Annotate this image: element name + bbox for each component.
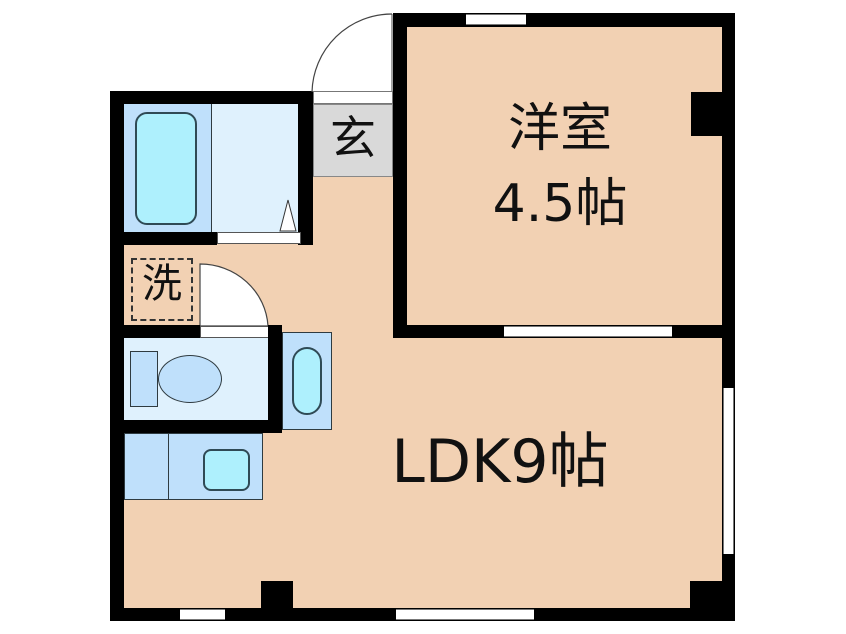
entrance-threshold: [313, 91, 393, 104]
bath-door[interactable]: [217, 232, 301, 244]
bathtub: [135, 112, 197, 225]
western-room-floor: [407, 27, 722, 325]
bath-wall-bottom: [110, 232, 217, 245]
drain-icon: [279, 199, 297, 232]
outer-wall-left: [110, 91, 124, 621]
western-room-pillar: [691, 92, 722, 136]
western-room-size: 4.5帖: [492, 174, 628, 234]
entrance-label: 玄: [330, 111, 376, 165]
laundry-label: 洗: [142, 261, 182, 307]
toilet-wall-right: [268, 325, 282, 433]
entrance-door-swing[interactable]: [310, 12, 396, 94]
western-room-wall-left: [393, 13, 407, 338]
ldk-pillar-bottom: [261, 581, 293, 609]
western-room-label: 洋室: [507, 99, 612, 159]
ldk-label: LDK9帖: [391, 427, 609, 497]
laundry-space: [131, 258, 193, 321]
western-room-wall-top: [393, 13, 735, 27]
toilet-wall-top: [110, 325, 200, 338]
toilet-wall-bottom: [110, 420, 282, 433]
ldk-wall-right-lower: [722, 554, 735, 621]
entrance: [313, 104, 393, 177]
bath-wall-right: [298, 91, 313, 245]
kitchen-sink: [203, 449, 250, 491]
western-room-door-sliding[interactable]: [504, 326, 672, 337]
toilet-bowl: [158, 355, 222, 403]
ldk-window-right[interactable]: [723, 388, 734, 554]
ldk-window-bottom-right[interactable]: [396, 609, 534, 620]
ldk-pillar-corner: [690, 581, 722, 609]
wash-basin: [292, 347, 322, 415]
western-room-wall-right: [722, 13, 735, 388]
toilet-tank: [130, 351, 158, 407]
bath-wash-area: [211, 104, 298, 232]
bath-wall-top: [110, 91, 313, 104]
toilet-door[interactable]: [200, 326, 270, 338]
ldk-wall-right-upper: [722, 338, 735, 388]
ldk-window-bottom-left[interactable]: [180, 609, 225, 620]
western-room-window-top[interactable]: [466, 14, 526, 25]
toilet-door-swing[interactable]: [198, 262, 274, 328]
kitchen-counter-left: [124, 433, 169, 500]
